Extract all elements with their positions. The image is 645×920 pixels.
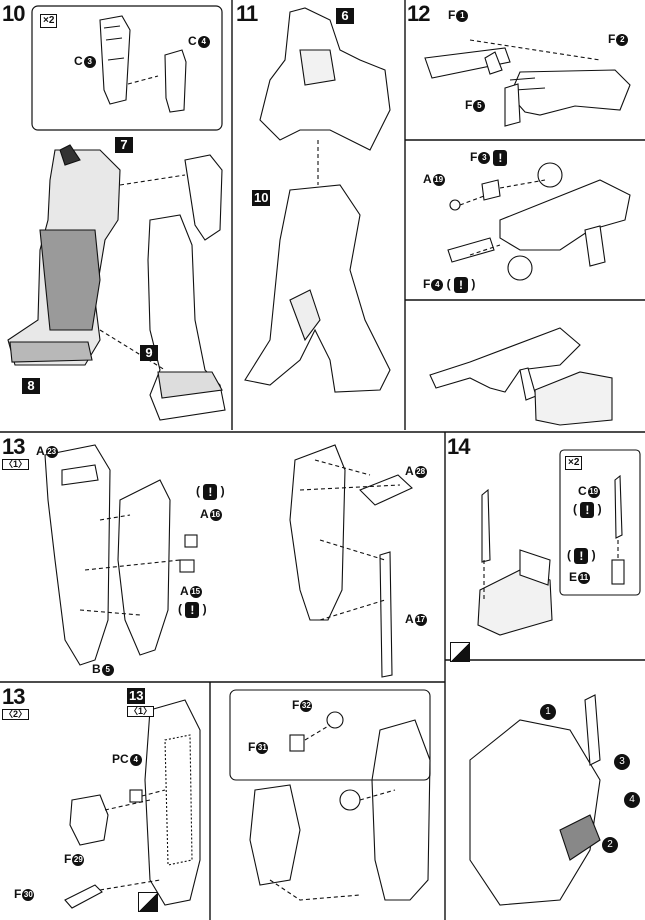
multiplier-badge: ×2	[40, 14, 58, 28]
arrow-step-3: 3	[614, 754, 630, 770]
arrow-step-2: 2	[602, 837, 618, 853]
warning-icon: !	[185, 602, 200, 618]
step-11-panel: 11 6 10	[232, 0, 405, 430]
ref-block-9: 9	[140, 345, 158, 361]
step-number: 10	[2, 1, 26, 26]
step-number: 13	[2, 684, 26, 709]
warning-a15: ( ! )	[178, 602, 207, 618]
warning-e11: ( ! )	[567, 548, 596, 564]
arrow-step-4: 4	[624, 792, 640, 808]
ref-step-13-1: 13	[127, 688, 146, 704]
step-number: 11	[236, 1, 258, 26]
step-number: 14	[447, 434, 471, 459]
step-number: 12	[407, 1, 431, 26]
multiplier-badge: ×2	[565, 456, 583, 470]
warning-icon: !	[454, 277, 469, 293]
warning-icon: !	[203, 484, 218, 500]
warning-a16: ( ! )	[196, 484, 225, 500]
warning-icon: !	[580, 502, 595, 518]
ref-block-10: 10	[252, 190, 271, 206]
step-sub-label: 〈2〉	[2, 709, 30, 720]
warning-icon: !	[493, 150, 508, 166]
ref-block-6: 6	[336, 8, 354, 24]
reference-icon	[138, 892, 158, 912]
warning-c19: ( ! )	[573, 502, 602, 518]
ref-block-7: 7	[115, 137, 133, 153]
warning-icon: !	[574, 548, 589, 564]
reference-icon	[450, 642, 470, 662]
arrow-step-1: 1	[540, 704, 556, 720]
ref-step-sub-label: 〈1〉	[127, 706, 155, 717]
step-sub-label: 〈1〉	[2, 459, 30, 470]
step-number: 13	[2, 434, 26, 459]
ref-block-8: 8	[22, 378, 40, 394]
